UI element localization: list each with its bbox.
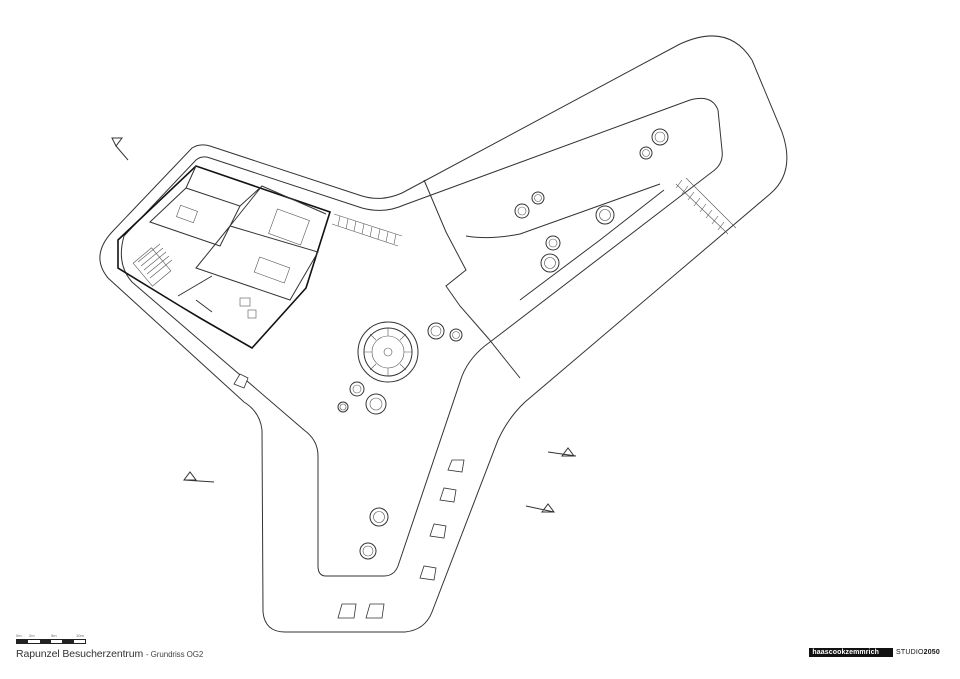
section-markers: [111, 137, 577, 513]
building-outer-outline: [99, 35, 788, 633]
scale-bar: 0m 2m 5m 10m: [16, 633, 86, 645]
scale-tick-0: 0m: [16, 633, 22, 638]
spiral-staircase: [357, 321, 419, 383]
office-wing-walls: [117, 165, 331, 350]
scale-tick-3: 10m: [76, 633, 84, 638]
studio-logo-b: STUDIO2050: [893, 649, 940, 656]
scale-tick-1: 2m: [29, 633, 35, 638]
stair-exterior-north: [331, 213, 403, 247]
planter-circles: [337, 128, 669, 560]
stair-exterior-east: [675, 177, 737, 235]
studio-logo-a: haascookzemmrich: [809, 648, 893, 657]
building-inner-outline: [120, 97, 723, 577]
scale-tick-2: 5m: [51, 633, 57, 638]
drawing-caption: Rapunzel Besucherzentrum - Grundriss OG2: [16, 648, 203, 660]
drawing-title: Rapunzel Besucherzentrum: [16, 648, 144, 660]
scale-bar-segments: [16, 639, 86, 644]
stair-office: [132, 243, 173, 287]
drawing-subtitle: - Grundriss OG2: [146, 650, 204, 659]
studio-b-number: 2050: [923, 649, 940, 656]
conference-tables: [176, 204, 310, 319]
terrace-divisions: [423, 179, 665, 379]
room-partitions: [149, 165, 327, 313]
credits: haascookzemmrich STUDIO2050: [809, 648, 940, 657]
facade-bays: [233, 373, 465, 619]
studio-b-prefix: STUDIO: [895, 649, 924, 656]
